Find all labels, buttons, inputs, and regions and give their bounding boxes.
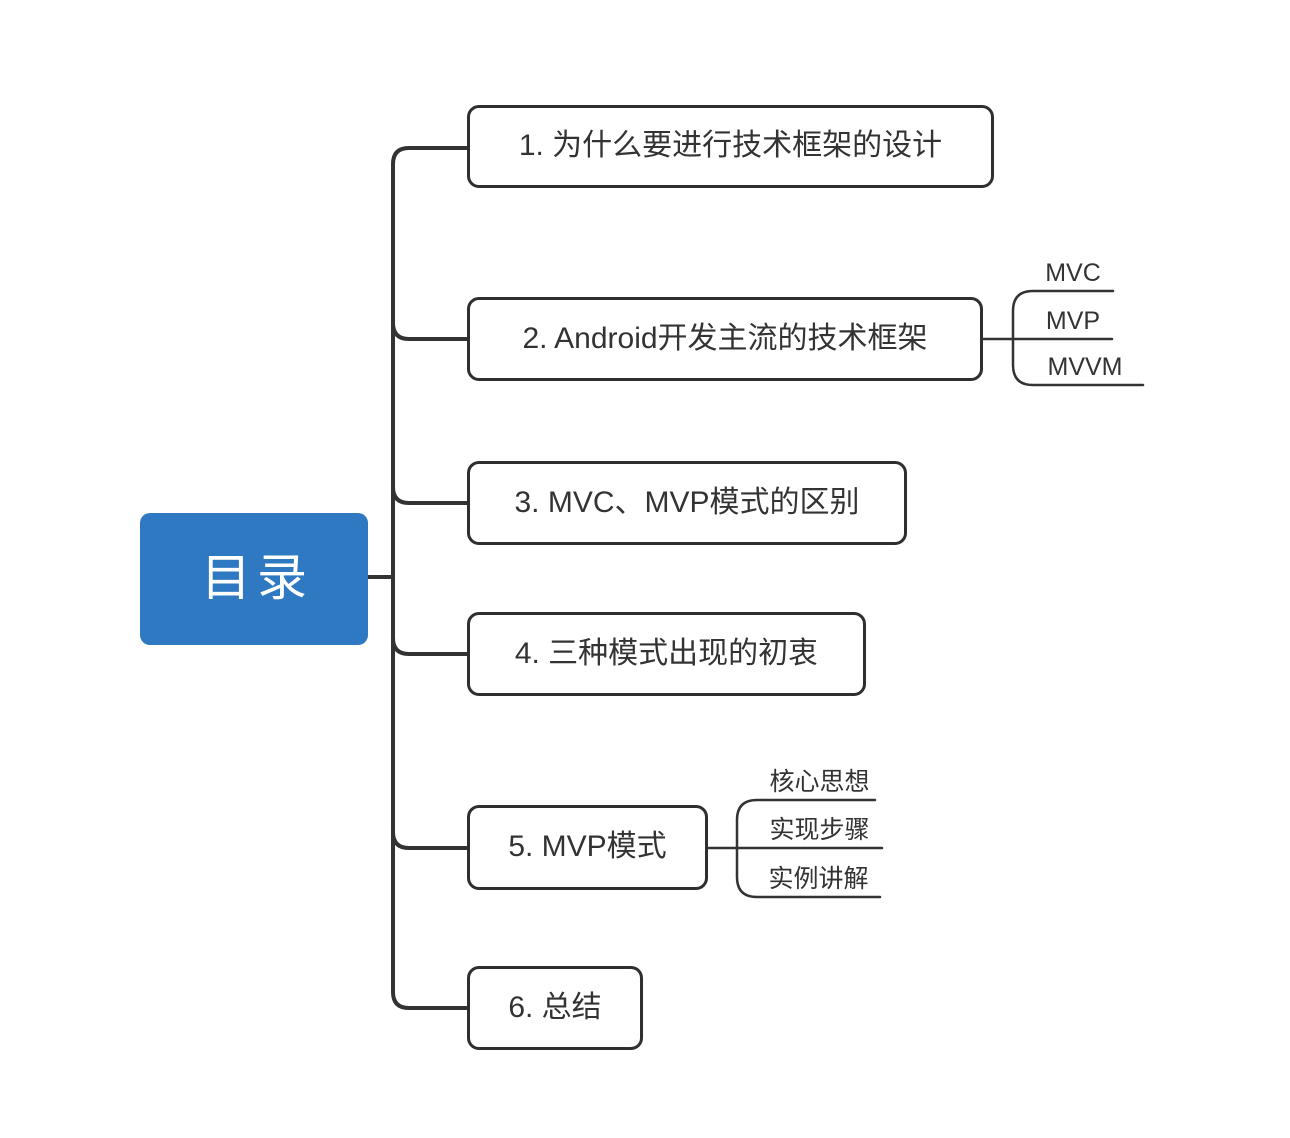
subtopic-example-explanation[interactable]: 实例讲解 <box>768 865 869 893</box>
branch5-sub-connectors <box>706 798 884 899</box>
subtopic-mvp[interactable]: MVP <box>1045 307 1101 335</box>
main-tree-connectors <box>364 146 469 1010</box>
core-example-bracket <box>735 798 882 899</box>
branch2-sub-connectors <box>981 289 1145 387</box>
subtopic-mvvm[interactable]: MVVM <box>1047 353 1123 381</box>
branch-node-2[interactable]: 2. Android开发主流的技术框架 <box>467 297 983 381</box>
subtopic-implementation-steps[interactable]: 实现步骤 <box>769 816 870 844</box>
branch-node-6[interactable]: 6. 总结 <box>467 966 643 1050</box>
branch4-elbow <box>391 636 469 656</box>
branch-node-3[interactable]: 3. MVC、MVP模式的区别 <box>467 461 907 545</box>
branch2-elbow <box>391 321 469 341</box>
branch-node-1[interactable]: 1. 为什么要进行技术框架的设计 <box>467 105 994 188</box>
branch-node-4[interactable]: 4. 三种模式出现的初衷 <box>467 612 866 696</box>
branch5-elbow <box>391 830 469 850</box>
subtopic-core-idea[interactable]: 核心思想 <box>769 768 870 796</box>
subtopic-mvc[interactable]: MVC <box>1045 259 1101 287</box>
spine-with-branch1-branch6 <box>391 146 469 1010</box>
root-node[interactable]: 目录 <box>140 513 368 645</box>
branch-node-5[interactable]: 5. MVP模式 <box>467 805 708 890</box>
mvc-mvvm-bracket <box>1011 289 1145 387</box>
branch3-elbow <box>391 485 469 505</box>
